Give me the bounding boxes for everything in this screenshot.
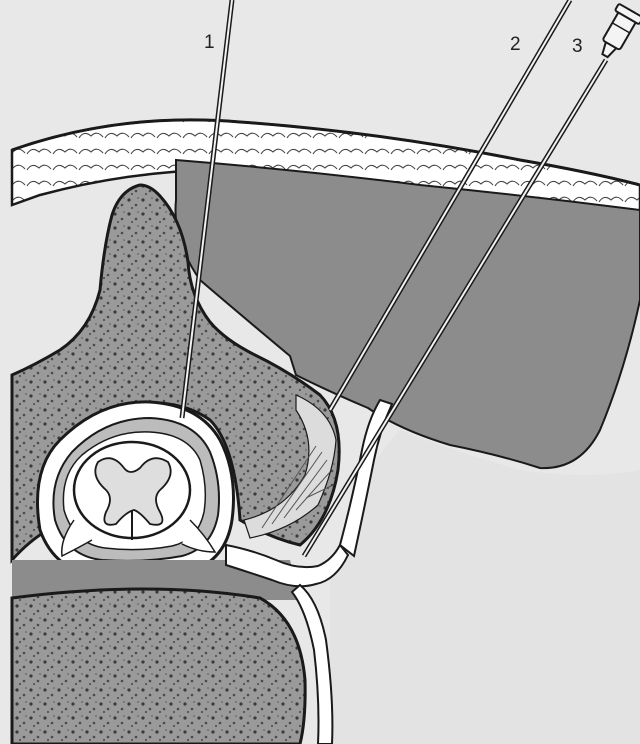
label-needle-1: 1 <box>204 32 215 53</box>
label-needle-3: 3 <box>572 36 583 57</box>
vertebral-body <box>12 589 305 744</box>
label-needle-2: 2 <box>510 34 521 55</box>
psoas-region <box>330 430 640 744</box>
